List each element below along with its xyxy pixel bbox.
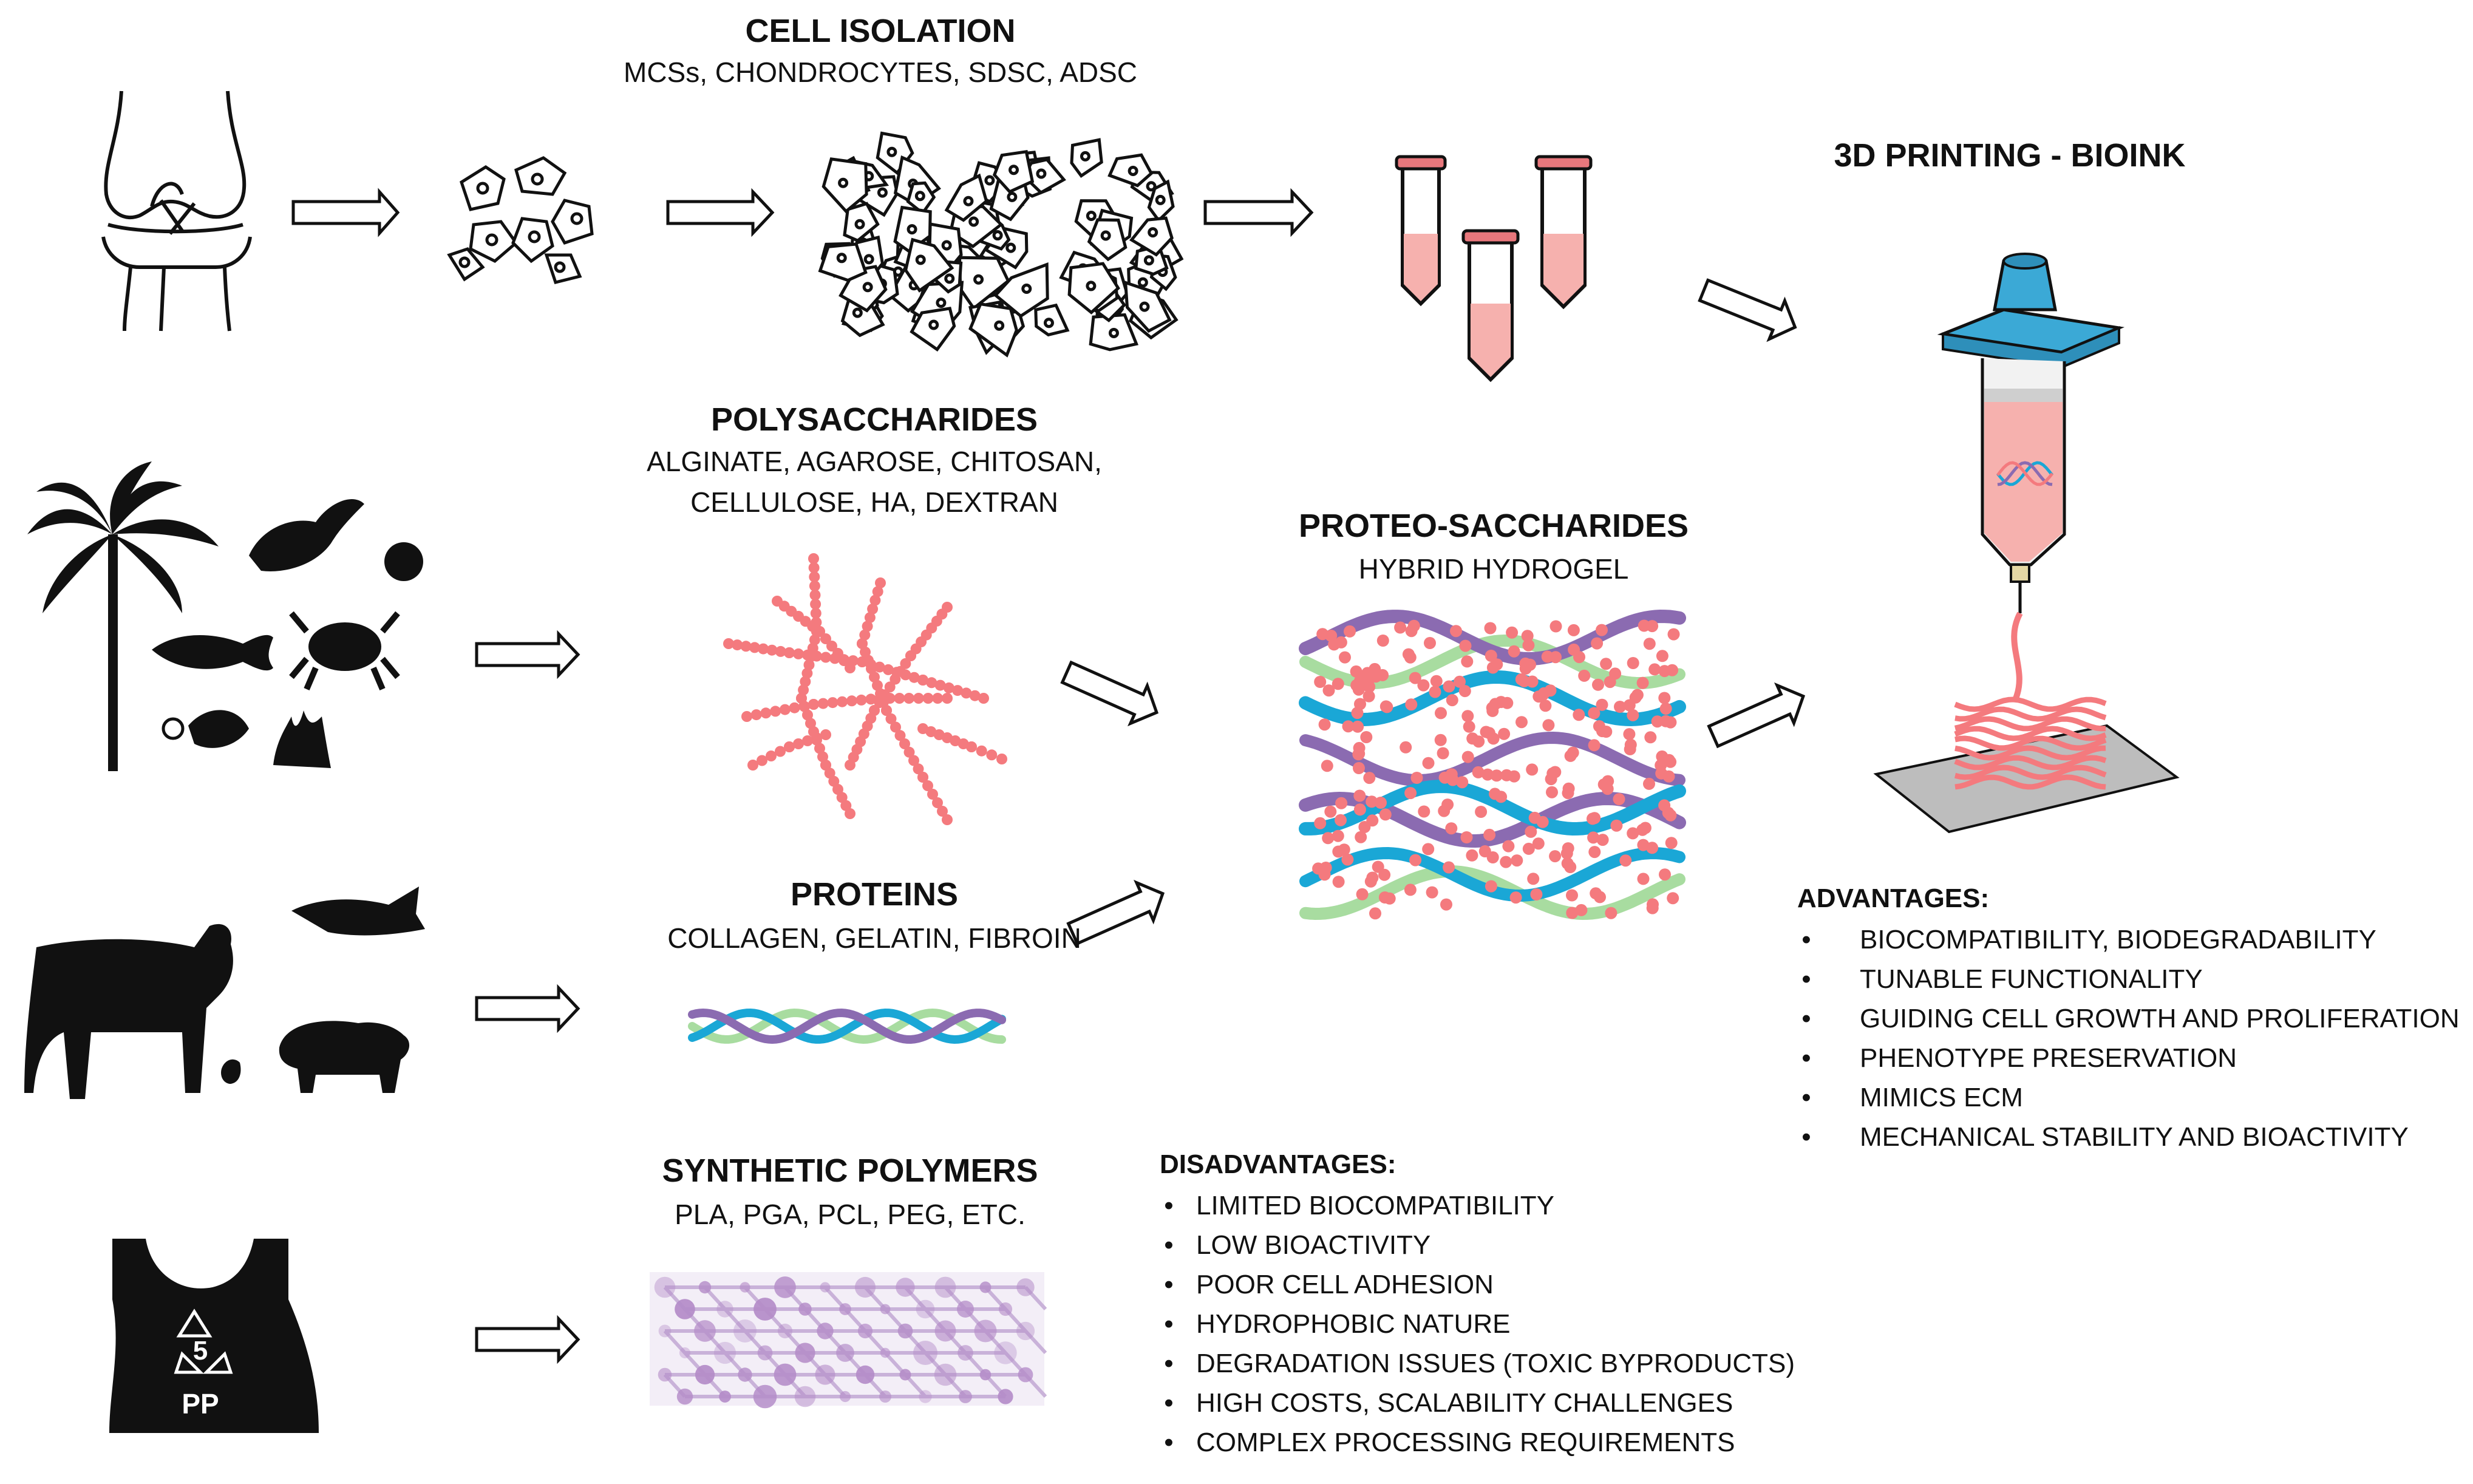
disadvantages-item-text: POOR CELL ADHESION: [1196, 1270, 1494, 1299]
hybrid-hydrogel-graphic: [1299, 609, 1686, 921]
test-tube-icon: [1461, 229, 1520, 383]
cell-cluster-small-icon: [447, 156, 594, 284]
bioink-printer-icon: [1873, 253, 2180, 834]
marine-sources-icon: [27, 461, 423, 771]
flow-arrow: [666, 188, 775, 237]
advantages-item: • BIOCOMPATIBILITY, BIODEGRADABILITY: [1797, 920, 2465, 959]
flow-arrow: [1066, 879, 1165, 946]
bullet: •: [1801, 1043, 1811, 1073]
flow-arrow: [1203, 188, 1314, 237]
bullet: •: [1164, 1270, 1174, 1299]
proteins-subtitle: COLLAGEN, GELATIN, FIBROIN: [667, 922, 1081, 954]
cell-isolation-subtitle: MCSs, CHONDROCYTES, SDSC, ADSC: [624, 56, 1137, 88]
bullet: •: [1801, 1122, 1811, 1152]
disadvantages-item: • LOW BIOACTIVITY: [1160, 1225, 1828, 1265]
polysaccharides-line2: CELLULOSE, HA, DEXTRAN: [690, 486, 1058, 518]
flow-arrow: [475, 1315, 580, 1364]
polysaccharides-title: POLYSACCHARIDES: [710, 401, 1038, 438]
bullet: •: [1801, 925, 1811, 955]
bullet: •: [1164, 1230, 1174, 1260]
advantages-item-text: TUNABLE FUNCTIONALITY: [1860, 964, 2203, 994]
bullet: •: [1164, 1309, 1174, 1339]
animal-sources-icon: [24, 887, 425, 1099]
polysaccharide-network-graphic: [723, 553, 1007, 825]
disadvantages-item: • DEGRADATION ISSUES (TOXIC BYPRODUCTS): [1160, 1344, 1828, 1383]
bullet: •: [1164, 1191, 1174, 1220]
flow-arrow: [475, 984, 580, 1033]
disadvantages-item-text: DEGRADATION ISSUES (TOXIC BYPRODUCTS): [1196, 1349, 1795, 1378]
advantages-item-text: MIMICS ECM: [1860, 1083, 2023, 1112]
polysaccharides-line1: ALGINATE, AGAROSE, CHITOSAN,: [647, 446, 1102, 477]
advantages-item: • MECHANICAL STABILITY AND BIOACTIVITY: [1797, 1117, 2465, 1157]
advantages-list: • BIOCOMPATIBILITY, BIODEGRADABILITY • TUN…: [1797, 920, 2465, 1157]
advantages-item-text: BIOCOMPATIBILITY, BIODEGRADABILITY: [1860, 925, 2376, 955]
flow-arrow: [1060, 660, 1159, 727]
bullet: •: [1164, 1349, 1174, 1378]
bullet: •: [1801, 1004, 1811, 1033]
disadvantages-item: • COMPLEX PROCESSING REQUIREMENTS: [1160, 1423, 1828, 1462]
disadvantages-item: • LIMITED BIOCOMPATIBILITY: [1160, 1186, 1828, 1225]
advantages-item: • MIMICS ECM: [1797, 1078, 2465, 1117]
proteo-saccharides-subtitle: HYBRID HYDROGEL: [1358, 553, 1629, 585]
advantages-heading: ADVANTAGES:: [1797, 883, 1990, 913]
bullet: •: [1164, 1428, 1174, 1457]
advantages-item-text: GUIDING CELL GROWTH AND PROLIFERATION: [1860, 1004, 2460, 1033]
flow-arrow: [1698, 278, 1797, 342]
synthetic-polymers-title: SYNTHETIC POLYMERS: [662, 1152, 1038, 1189]
pp-recycle-number: 5: [192, 1336, 208, 1366]
disadvantages-item-text: LIMITED BIOCOMPATIBILITY: [1196, 1191, 1555, 1220]
flow-arrow: [475, 630, 580, 679]
proteins-title: PROTEINS: [790, 876, 959, 913]
bullet: •: [1801, 1083, 1811, 1112]
advantages-item: • TUNABLE FUNCTIONALITY: [1797, 959, 2465, 999]
advantages-item: • GUIDING CELL GROWTH AND PROLIFERATION: [1797, 999, 2465, 1038]
test-tube-icon: [1395, 155, 1447, 307]
knee-joint-icon: [101, 90, 252, 332]
synthetic-polymers-subtitle: PLA, PGA, PCL, PEG, ETC.: [675, 1199, 1026, 1230]
advantages-item-text: PHENOTYPE PRESERVATION: [1860, 1043, 2237, 1073]
bullet: •: [1801, 964, 1811, 994]
flow-arrow: [1707, 682, 1806, 749]
disadvantages-item: • HYDROPHOBIC NATURE: [1160, 1304, 1828, 1344]
synthetic-polymer-lattice-graphic: [650, 1272, 1047, 1409]
pp-label: PP: [182, 1388, 219, 1420]
pp-plastic-bag-icon: [109, 1239, 319, 1433]
proteo-saccharides-title: PROTEO-SACCHARIDES: [1298, 508, 1689, 544]
advantages-item: • PHENOTYPE PRESERVATION: [1797, 1038, 2465, 1078]
disadvantages-item-text: LOW BIOACTIVITY: [1196, 1230, 1431, 1260]
advantages-item-text: MECHANICAL STABILITY AND BIOACTIVITY: [1860, 1122, 2409, 1152]
flow-arrow: [291, 188, 400, 237]
test-tube-icon: [1534, 155, 1593, 310]
disadvantages-item-text: HYDROPHOBIC NATURE: [1196, 1309, 1511, 1339]
disadvantages-heading: DISADVANTAGES:: [1160, 1149, 1396, 1179]
disadvantages-item-text: HIGH COSTS, SCALABILITY CHALLENGES: [1196, 1388, 1733, 1418]
bioink-title: 3D PRINTING - BIOINK: [1834, 137, 2186, 174]
bullet: •: [1164, 1388, 1174, 1418]
disadvantages-item-text: COMPLEX PROCESSING REQUIREMENTS: [1196, 1428, 1735, 1457]
disadvantages-item: • HIGH COSTS, SCALABILITY CHALLENGES: [1160, 1383, 1828, 1423]
protein-helix-graphic: [688, 1008, 1006, 1044]
disadvantages-list: • LIMITED BIOCOMPATIBILITY • LOW BIOACTIVI…: [1160, 1186, 1828, 1462]
cell-mass-icon: [818, 131, 1184, 358]
disadvantages-item: • POOR CELL ADHESION: [1160, 1265, 1828, 1304]
cell-isolation-title: CELL ISOLATION: [745, 13, 1016, 49]
